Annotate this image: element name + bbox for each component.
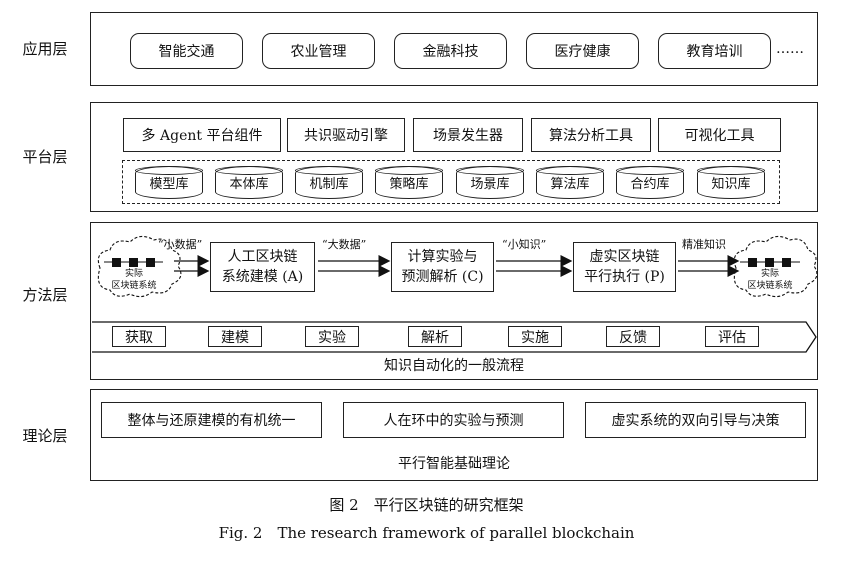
layer-label-platform: 平台层 bbox=[22, 148, 68, 166]
theory-caption: 平行智能基础理论 bbox=[398, 456, 510, 472]
app-item-fintech: 金融科技 bbox=[394, 33, 507, 69]
pipeline-implement: 实施 bbox=[508, 326, 562, 347]
pipeline-acquire: 获取 bbox=[112, 326, 166, 347]
step-c-line2: 预测解析 (C) bbox=[401, 269, 484, 285]
figure-caption-cn: 图 2 平行区块链的研究框架 bbox=[329, 496, 524, 514]
cloud-left-label: 实际 区块链系统 bbox=[111, 269, 157, 291]
db-knowledge: 知识库 bbox=[697, 166, 765, 199]
pipeline-analyze: 解析 bbox=[408, 326, 462, 347]
step-p-line1: 虚实区块链 bbox=[589, 249, 660, 265]
layer-label-application: 应用层 bbox=[22, 40, 68, 58]
db-scenario: 场景库 bbox=[456, 166, 524, 199]
step-c-line1: 计算实验与 bbox=[407, 249, 478, 265]
app-item-healthcare: 医疗健康 bbox=[526, 33, 639, 69]
layer-label-method: 方法层 bbox=[22, 286, 68, 304]
cloud-right-shape bbox=[733, 235, 818, 298]
db-ontology: 本体库 bbox=[215, 166, 283, 199]
pipeline-feedback: 反馈 bbox=[606, 326, 660, 347]
flow-label-big-data: “大数据” bbox=[322, 238, 367, 251]
app-item-education: 教育培训 bbox=[658, 33, 771, 69]
cloud-left-shape bbox=[97, 235, 182, 298]
step-p-line2: 平行执行 (P) bbox=[584, 269, 665, 285]
layer-label-theory: 理论层 bbox=[22, 427, 68, 445]
cloud-right-label: 实际 区块链系统 bbox=[747, 269, 793, 291]
db-mechanism: 机制库 bbox=[295, 166, 363, 199]
db-model: 模型库 bbox=[135, 166, 203, 199]
flow-label-small-knowledge: “小知识” bbox=[502, 238, 547, 251]
step-a-line1: 人工区块链 bbox=[227, 249, 298, 265]
theory-human-in-loop: 人在环中的实验与预测 bbox=[343, 402, 564, 438]
app-ellipsis: …… bbox=[776, 41, 804, 57]
platform-agent-component: 多 Agent 平台组件 bbox=[123, 118, 281, 152]
platform-scenario-generator: 场景发生器 bbox=[413, 118, 523, 152]
figure-caption-en: Fig. 2 The research framework of paralle… bbox=[218, 524, 635, 542]
platform-consensus-engine: 共识驱动引擎 bbox=[287, 118, 405, 152]
database-group bbox=[122, 160, 780, 204]
pipeline-evaluate: 评估 bbox=[705, 326, 759, 347]
app-item-agriculture: 农业管理 bbox=[262, 33, 375, 69]
app-item-transport: 智能交通 bbox=[130, 33, 243, 69]
platform-algorithm-tools: 算法分析工具 bbox=[531, 118, 651, 152]
chain-left bbox=[104, 258, 163, 267]
theory-virtual-real-guidance: 虚实系统的双向引导与决策 bbox=[585, 402, 806, 438]
step-a-line2: 系统建模 (A) bbox=[221, 269, 304, 285]
chain-right bbox=[740, 258, 800, 267]
step-artificial-modeling: 人工区块链 系统建模 (A) bbox=[210, 242, 315, 292]
step-computational-experiment: 计算实验与 预测解析 (C) bbox=[391, 242, 494, 292]
pipeline-caption: 知识自动化的一般流程 bbox=[384, 358, 524, 374]
db-strategy: 策略库 bbox=[375, 166, 443, 199]
step-parallel-execution: 虚实区块链 平行执行 (P) bbox=[573, 242, 676, 292]
flow-label-precise-knowledge: 精准知识 bbox=[682, 238, 726, 251]
platform-visualization-tools: 可视化工具 bbox=[658, 118, 781, 152]
theory-holistic-reductive: 整体与还原建模的有机统一 bbox=[101, 402, 322, 438]
pipeline-model: 建模 bbox=[208, 326, 262, 347]
db-algorithm: 算法库 bbox=[536, 166, 604, 199]
db-contract: 合约库 bbox=[616, 166, 684, 199]
flow-label-small-data: “小数据” bbox=[158, 238, 203, 251]
pipeline-experiment: 实验 bbox=[305, 326, 359, 347]
